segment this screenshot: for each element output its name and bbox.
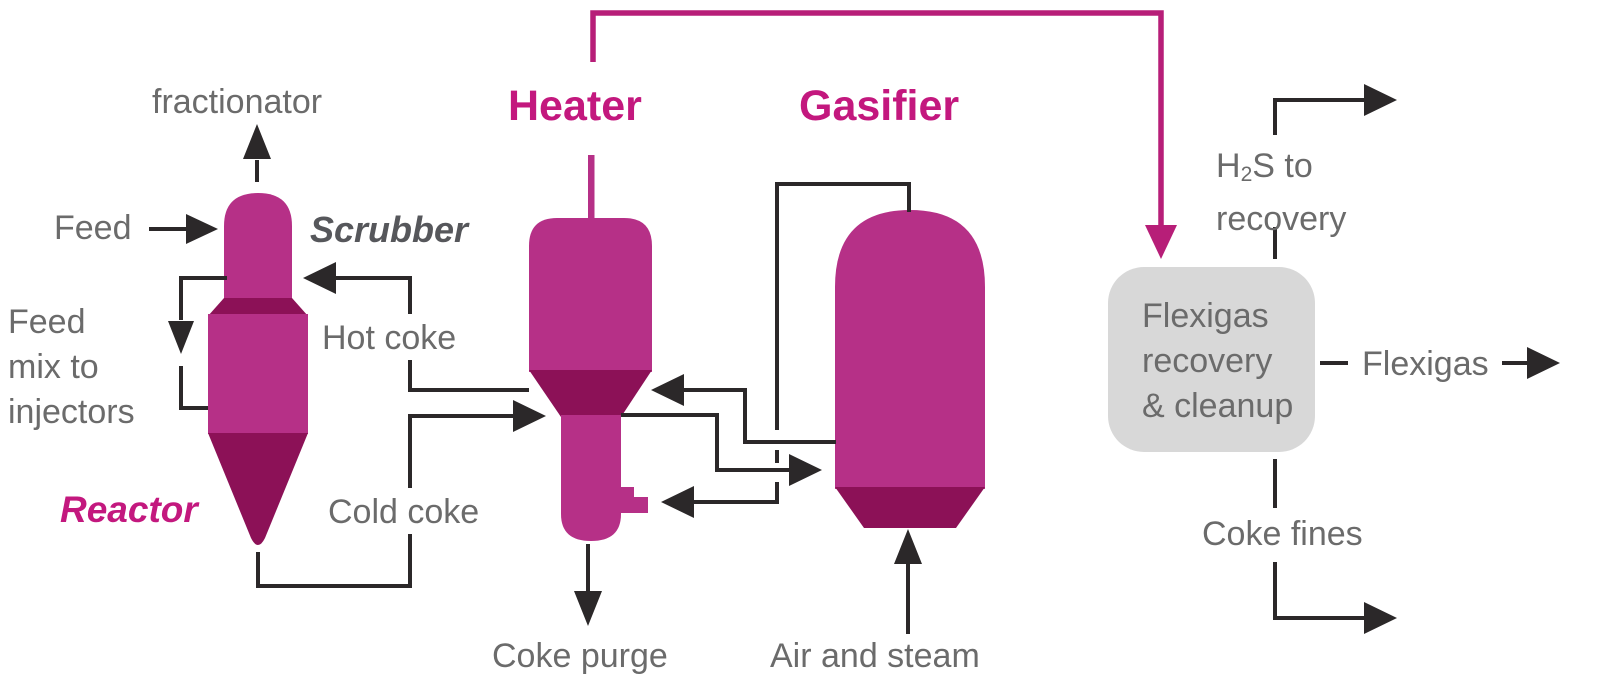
coke-purge-label: Coke purge [492,637,668,675]
cold-coke-stream [256,400,546,588]
reactor-label: Reactor [60,489,198,530]
flexigas-out-stream [1320,347,1560,379]
h2s-line2: recovery [1216,199,1347,238]
scrubber-column-shape [224,193,292,300]
fractionator-stream [243,124,271,182]
heater-overhead-to-recovery-line [590,10,1177,259]
gasifier-bottom-shape [835,487,985,528]
feed-arrowhead-right [186,214,218,244]
flexigas-arrowhead-right [1527,347,1560,379]
feed-mix-line2: mix to [8,348,99,386]
feed-mix-arrowhead-down [168,321,194,354]
h2s-subscript: 2 [1240,162,1253,186]
cold-coke-arrowhead-right [513,400,546,432]
feed-mix-label: Feed mix to injectors [8,300,135,435]
reactor-cone-shape [208,433,308,545]
gasifier-body-shape [835,210,985,489]
flexigas-box-line3: & cleanup [1142,387,1294,425]
h2s-arrowhead-right [1364,84,1397,116]
heater-side-nozzle [620,487,648,513]
feed-mix-line3: injectors [8,393,135,431]
heater-vessel [529,155,652,541]
reactor-body-shape [208,314,308,434]
reactor-scrubber-vessel [208,193,308,545]
heater-neck-shape [561,415,621,541]
heater-to-gasifier-coke-stream [621,413,822,486]
hot-coke-label: Hot coke [322,319,457,357]
feed-stream [149,214,218,244]
coke-purge-stream [574,544,602,626]
overhead-arrowhead-down [1145,225,1177,259]
gasifier-coke-arrowhead-left [651,374,684,406]
flexigas-box-label: Flexigas recovery & cleanup [1142,294,1293,429]
scrubber-reactor-transition-shape [208,298,308,316]
h2s-rest: S to [1252,147,1313,185]
feed-label: Feed [54,209,132,247]
flexigas-box-line1: Flexigas [1142,297,1269,335]
gasifier-to-heater-coke-stream [651,374,836,444]
h2s-stream [1273,84,1397,259]
cold-coke-label: Cold coke [328,493,480,531]
hot-coke-stream [303,262,529,392]
h2s-to-recovery-label: H2S to recovery [1216,144,1346,241]
gasifier-overhead-gas-stream [661,182,911,518]
coke-purge-arrowhead-down [574,591,602,626]
coke-fines-label: Coke fines [1202,515,1363,553]
feed-mix-line1: Feed [8,303,86,341]
coke-fines-stream [1273,459,1397,634]
flexigas-recovery-box [1108,267,1315,452]
gasifier-gas-arrowhead-left [661,486,694,518]
heater-title: Heater [508,82,642,130]
scrubber-label: Scrubber [310,209,469,250]
hot-coke-arrowhead-left [303,262,336,294]
overhead-line-path [590,10,1164,227]
coke-fines-arrowhead-right [1364,602,1397,634]
gasifier-title: Gasifier [799,82,960,130]
fractionator-label: fractionator [152,83,323,121]
air-and-steam-label: Air and steam [770,637,980,675]
feed-mix-loop-stream [168,276,227,410]
heater-coke-arrowhead-right [789,454,822,486]
air-and-steam-stream [894,529,922,634]
air-steam-arrowhead-up [894,529,922,564]
flexigas-box-line2: recovery [1142,342,1273,380]
fractionator-arrowhead-up [243,124,271,159]
heater-top-pipe [588,155,595,221]
gasifier-vessel [835,210,985,528]
flexigas-out-label: Flexigas [1362,345,1489,383]
heater-funnel-shape [529,370,652,417]
h2s-base: H [1216,147,1241,185]
heater-body-shape [529,218,652,372]
h2s-formula-line: H2S to [1216,144,1346,197]
